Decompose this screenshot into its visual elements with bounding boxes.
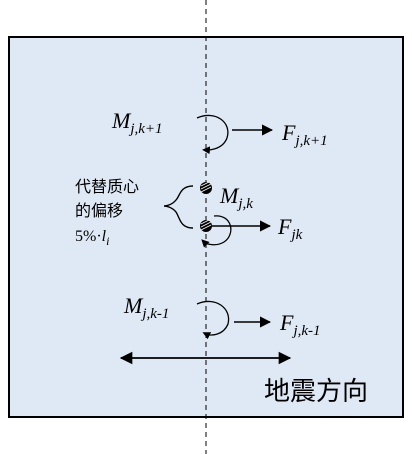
offset-text-line3: 5%·li xyxy=(75,228,109,248)
seismic-direction-label: 地震方向 xyxy=(264,377,368,407)
offset-text-line2: 的偏移 xyxy=(75,201,123,220)
mass-center-dot-lower xyxy=(200,219,212,232)
mass-center-dot-upper xyxy=(200,181,212,194)
force-label-top: Fj,k+1 xyxy=(281,120,328,149)
force-label-mid: Fjk xyxy=(277,214,303,243)
moment-arc-top xyxy=(196,114,229,155)
force-label-bot: Fj,k-1 xyxy=(279,310,321,339)
offset-text-line1: 代替质心 xyxy=(75,177,139,196)
moment-arc-bot xyxy=(196,300,230,340)
moment-label-mid: Mj,k xyxy=(219,183,253,212)
offset-brace xyxy=(163,185,194,229)
moment-label-top: Mj,k+1 xyxy=(111,108,163,137)
moment-label-bot: Mj,k-1 xyxy=(123,293,169,322)
moment-arc-mid xyxy=(201,215,232,248)
